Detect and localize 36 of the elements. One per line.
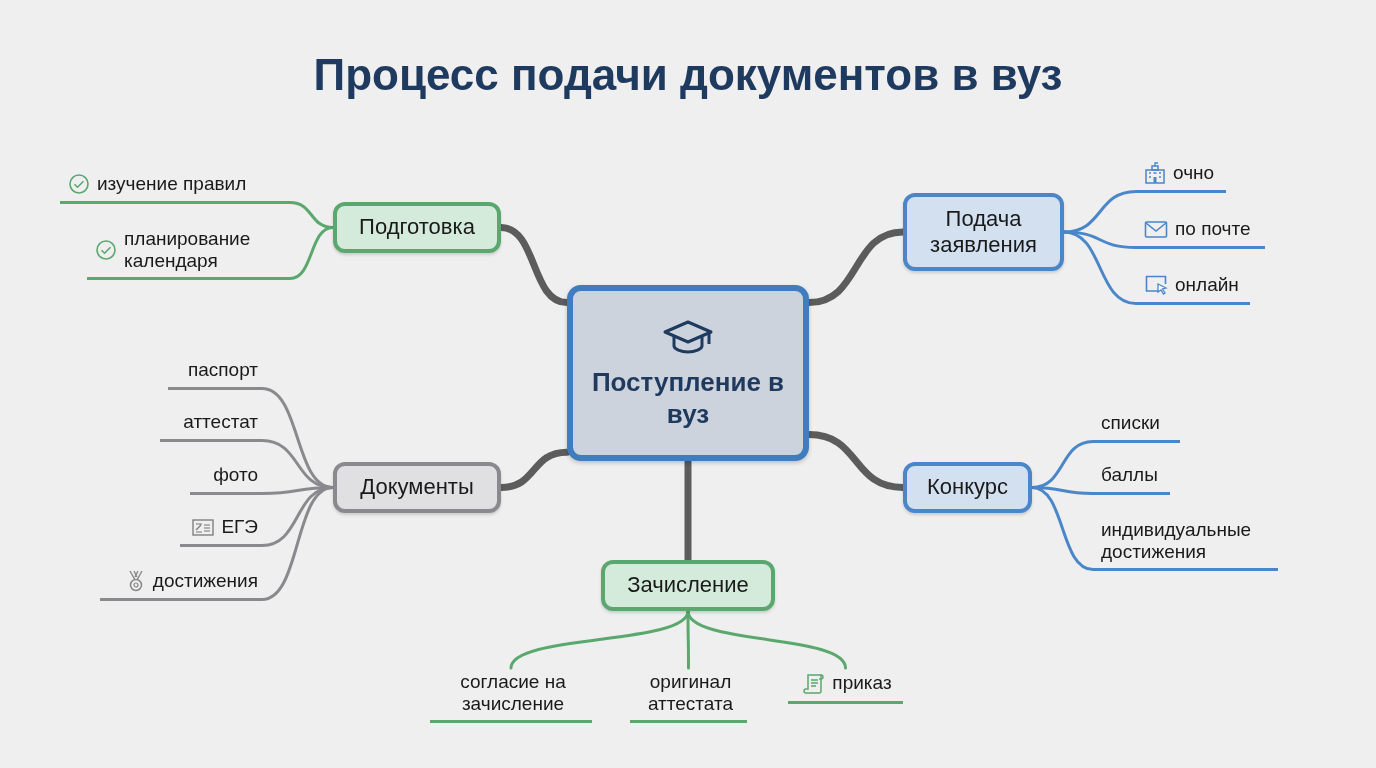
topic-box [333, 462, 501, 513]
subtopic-label: ЕГЭ [221, 516, 258, 538]
subtopic-label: приказ [832, 672, 892, 694]
branch-line [509, 609, 690, 670]
subtopic-label: оригинал аттестата [646, 670, 735, 715]
subtopic-label: аттестат [183, 411, 258, 433]
subtopic-label: паспорт [187, 359, 258, 381]
topic-label: Поступление в вуз [590, 365, 786, 431]
subtopic-label: по почте [1175, 217, 1251, 240]
diagram-title: Процесс подачи документов в вуз [313, 50, 1063, 100]
subtopic-label: планирование календаря [124, 228, 252, 272]
branch-line [260, 486, 335, 601]
topic-box [601, 560, 775, 611]
branch-line [288, 226, 335, 280]
branch-line [1062, 190, 1138, 234]
topic-label: Документы [360, 474, 474, 501]
branch-line [1062, 230, 1138, 305]
central-topic-box [567, 285, 809, 461]
topic-label: Зачисление [627, 572, 749, 599]
topic-label: Подготовка [359, 214, 475, 241]
topic-box [333, 202, 501, 253]
subtopic-label: изучение правил [97, 173, 247, 195]
subtopic-label: достижения [152, 569, 258, 592]
topic-label: Конкурс [926, 474, 1009, 501]
subtopic-label: очно [1173, 161, 1215, 184]
subtopic-label: индивидуальные достижения [1101, 518, 1253, 563]
subtopic-label: согласие на зачисление [459, 670, 567, 715]
subtopic-label: списки [1101, 412, 1160, 434]
topic-label: Подача заявления [929, 205, 1038, 259]
branch-line [686, 609, 847, 670]
topic-box [903, 193, 1064, 271]
topic-box [903, 462, 1032, 513]
subtopic-label: баллы [1101, 464, 1158, 486]
subtopic-label: фото [213, 464, 258, 486]
branch-line [1030, 486, 1095, 571]
subtopic-label: онлайн [1175, 273, 1239, 296]
